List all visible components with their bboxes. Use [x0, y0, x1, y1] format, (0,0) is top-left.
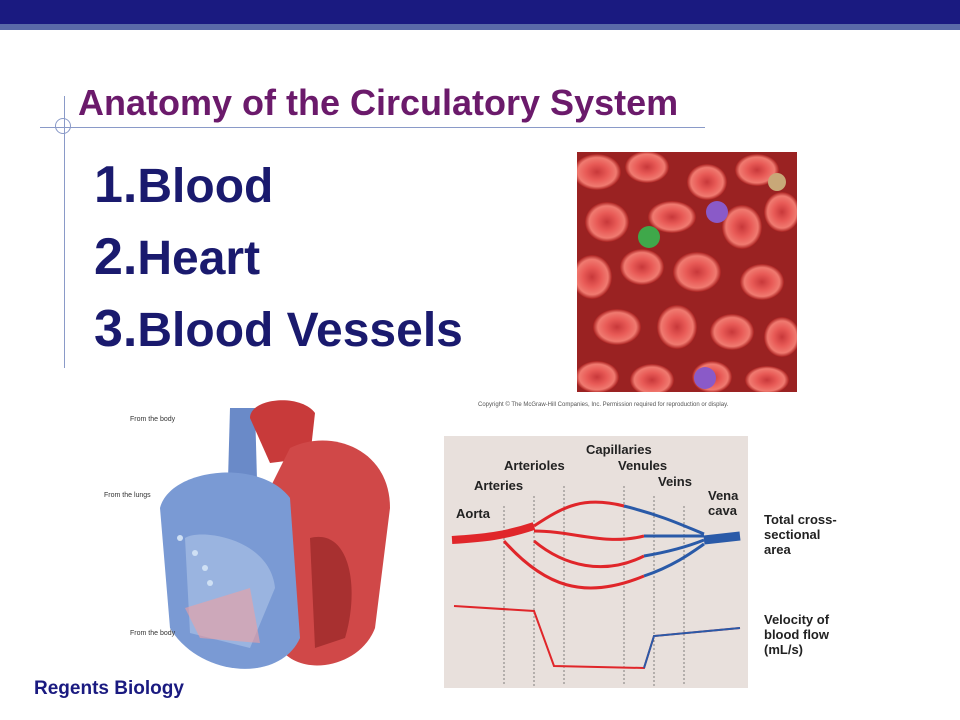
top-banner [0, 0, 960, 30]
list-label: Blood Vessels [137, 304, 463, 357]
list-label: Blood [137, 160, 274, 213]
list-number: 3. [94, 300, 138, 358]
red-blood-cells-photo [577, 152, 797, 392]
list-item-blood: 1.Blood [94, 150, 463, 222]
label-vena-cava: Vena cava [708, 488, 739, 518]
list-item-blood-vessels: 3.Blood Vessels [94, 294, 463, 366]
banner-stripe [0, 24, 960, 30]
horizontal-rule [40, 127, 705, 128]
copyright-notice: Copyright © The McGraw-Hill Companies, I… [478, 402, 729, 408]
label-velocity-of-blood-flow: Velocity of blood flow (mL/s) [764, 612, 830, 657]
slide-title: Anatomy of the Circulatory System [78, 82, 679, 123]
label-venules: Venules [618, 458, 668, 473]
heart-label-from-body-top: From the body [130, 416, 176, 423]
anatomy-list: 1.Blood 2.Heart 3.Blood Vessels [94, 150, 463, 366]
heart-illustration [160, 400, 390, 669]
red-blood-cells-illustration [577, 152, 797, 392]
vessel-panel [444, 436, 748, 688]
list-number: 1. [94, 156, 138, 214]
heart-label-from-lungs: From the lungs [104, 492, 151, 499]
footer-label: Regents Biology [34, 678, 184, 699]
label-aorta: Aorta [456, 506, 490, 521]
label-capillaries: Capillaries [586, 442, 652, 457]
label-total-cross-sectional-area: Total cross-sectional area [764, 512, 837, 557]
label-arterioles: Arterioles [504, 458, 565, 473]
list-item-heart: 2.Heart [94, 222, 463, 294]
vessel-network-illustration [451, 486, 741, 686]
crosshair-circle [55, 118, 71, 134]
blood-vessel-diagram: Copyright © The McGraw-Hill Companies, I… [438, 398, 846, 698]
label-veins: Veins [658, 474, 692, 489]
vertical-rule [64, 96, 65, 368]
heart-label-from-body-bottom: From the body [130, 630, 176, 637]
label-arteries: Arteries [474, 478, 524, 493]
list-number: 2. [94, 228, 138, 286]
list-label: Heart [137, 232, 261, 285]
heart-diagram: From the body From the lungs From the bo… [100, 388, 430, 688]
